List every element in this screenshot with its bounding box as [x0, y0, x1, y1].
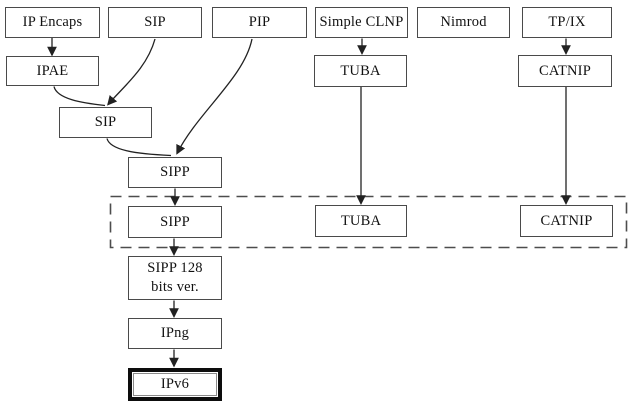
- node-pip: PIP: [212, 7, 307, 38]
- node-label: IPAE: [36, 62, 69, 79]
- node-label: PIP: [248, 14, 271, 31]
- node-tuba-1: TUBA: [314, 55, 407, 87]
- node-tp-ix: TP/IX: [522, 7, 612, 38]
- node-sipp-128: SIPP 128 bits ver.: [128, 256, 222, 300]
- node-label: SIPP: [160, 213, 190, 230]
- node-label: CATNIP: [539, 62, 591, 79]
- node-ip-encaps: IP Encaps: [5, 7, 100, 38]
- node-label: SIP: [144, 14, 166, 31]
- node-ipae: IPAE: [6, 56, 99, 86]
- node-sip-merged: SIP: [59, 107, 152, 138]
- node-label: SIP: [94, 114, 117, 131]
- edge-sipmerged-sipp1: [106, 138, 172, 157]
- edge-pip-sipp1: [176, 38, 253, 155]
- node-simple-clnp: Simple CLNP: [315, 7, 408, 38]
- node-sip-top: SIP: [108, 7, 202, 38]
- node-label: TUBA: [340, 212, 382, 229]
- node-label-line2: bits ver.: [151, 279, 199, 295]
- node-catnip-2: CATNIP: [520, 205, 613, 237]
- node-ipv6: IPv6: [128, 368, 222, 401]
- finalists-dashed-group-box: [109, 195, 628, 249]
- node-label: IPng: [160, 325, 190, 342]
- node-tuba-2: TUBA: [315, 205, 407, 237]
- node-sipp-1: SIPP: [128, 157, 222, 188]
- node-label: IPv6: [160, 376, 190, 393]
- node-nimrod: Nimrod: [417, 7, 510, 38]
- node-label: IP Encaps: [22, 14, 83, 31]
- node-label: Simple CLNP: [319, 14, 404, 31]
- node-sipp-2: SIPP: [128, 206, 222, 238]
- node-label: TUBA: [340, 62, 381, 79]
- edge-siptop-sipmerged: [107, 38, 156, 106]
- node-label: Nimrod: [440, 14, 487, 31]
- node-label: CATNIP: [540, 212, 593, 229]
- node-ipng: IPng: [128, 318, 222, 349]
- node-label-line1: SIPP 128: [147, 260, 203, 277]
- edge-ipae-sipmerged: [53, 86, 106, 107]
- node-label: SIPP: [160, 164, 190, 181]
- node-catnip-1: CATNIP: [518, 55, 612, 87]
- node-label: TP/IX: [548, 14, 586, 31]
